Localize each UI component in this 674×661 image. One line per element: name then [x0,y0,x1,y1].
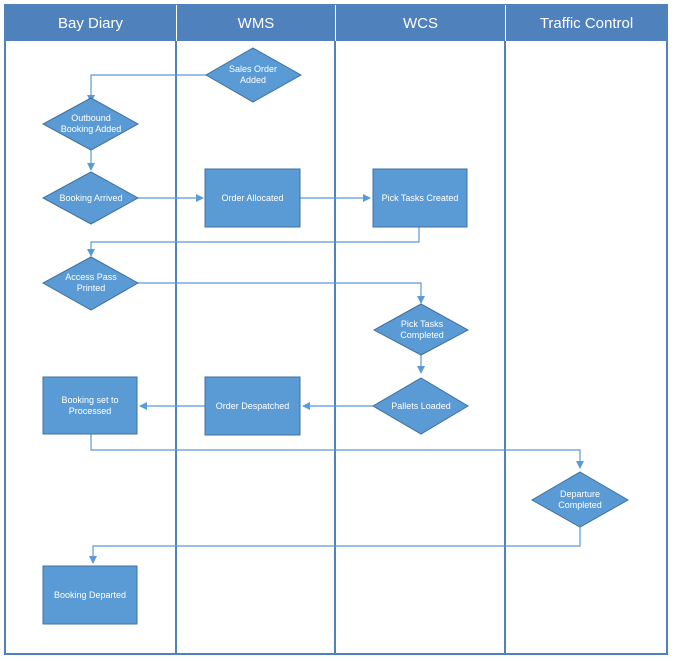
connector-sales-order-to-outbound-booking [87,74,206,103]
connector-departure-completed-to-booking-departed [89,522,581,564]
process-pick-tasks-created [372,168,468,228]
decision-sales-order-added [204,47,303,103]
decision-outbound-booking-added [41,97,140,151]
decision-pallets-loaded [372,377,469,435]
decision-access-pass-printed [41,256,140,311]
process-order-despatched [204,376,301,436]
process-booking-departed [42,565,138,625]
lane-header-bay-diary: Bay Diary [5,5,176,41]
decision-booking-arrived [41,171,140,225]
lane-header-traffic-control: Traffic Control [505,5,667,41]
decision-pick-tasks-completed [372,303,470,356]
lane-header-wcs: WCS [335,5,505,41]
connector-pick-tasks-created-to-access-pass [87,227,420,257]
process-order-allocated [204,168,301,228]
process-booking-set-to-processed [42,376,138,435]
connector-access-pass-to-pick-tasks-completed [138,282,425,304]
decision-departure-completed [530,471,630,528]
lane-header-wms: WMS [176,5,335,41]
connector-booking-processed-to-departure-completed [90,434,584,469]
